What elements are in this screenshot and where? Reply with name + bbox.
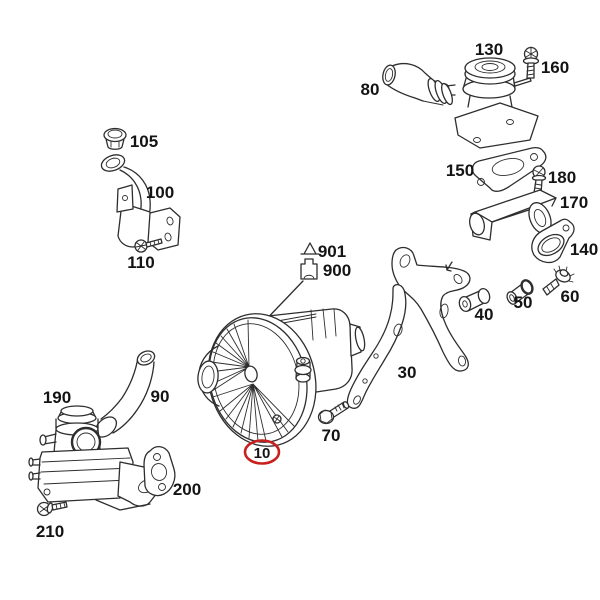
- callout-70: 70: [322, 426, 341, 445]
- fan-vanes-lower: [212, 383, 295, 442]
- part-60-bolt: [542, 265, 575, 296]
- callout-210: 210: [36, 522, 64, 541]
- part-80-hose: [382, 62, 453, 106]
- callout-10: 10: [254, 445, 271, 462]
- callout-60: 60: [561, 287, 580, 306]
- part-100-bracket: [100, 154, 181, 251]
- part-50-sleeve: [506, 279, 534, 305]
- part-105-grommet: [103, 127, 127, 150]
- part-10-secondary-air-pump: [197, 308, 366, 447]
- callout-190: 190: [43, 388, 71, 407]
- part-40-spacer: [458, 287, 491, 313]
- callout-90: 90: [151, 387, 170, 406]
- part-30-mounting-bracket: [346, 246, 471, 409]
- callout-80: 80: [361, 80, 380, 99]
- callout-130: 130: [475, 40, 503, 59]
- symbol-900-connector-icon: [300, 258, 318, 280]
- callout-50: 50: [514, 293, 533, 312]
- part-210-bolt: [36, 501, 68, 517]
- callout-40: 40: [475, 305, 494, 324]
- part-70-bolt: [317, 401, 350, 425]
- callout-200: 200: [173, 480, 201, 499]
- part-90-pipe: [94, 350, 156, 438]
- part-150-gasket: [471, 146, 547, 192]
- fan-vanes-upper: [209, 319, 250, 392]
- callout-170: 170: [560, 193, 588, 212]
- part-130-air-valve: [440, 57, 539, 149]
- highlight-ellipse: [243, 439, 281, 465]
- callout-160: 160: [541, 58, 569, 77]
- part-160-bolt: [522, 46, 540, 79]
- callout-30: 30: [398, 363, 417, 382]
- highlight-circle-part-10: [243, 439, 281, 465]
- pointer-arrow: [445, 261, 453, 272]
- symbol-901-clamp-icon: [300, 242, 320, 255]
- callout-901: 901: [318, 242, 346, 261]
- callout-150: 150: [446, 161, 474, 180]
- callout-100: 100: [146, 183, 174, 202]
- callout-140: 140: [570, 240, 598, 259]
- callout-labels: 105 100 110 130 160 80 150 180 170 140 9…: [36, 40, 598, 541]
- part-140-gasket: [531, 218, 575, 264]
- part-200-gasket: [143, 446, 176, 497]
- callout-180: 180: [548, 168, 576, 187]
- part-170-adapter-pipe: [469, 189, 557, 241]
- callout-105: 105: [130, 132, 158, 151]
- callout-110: 110: [127, 253, 154, 272]
- callout-900: 900: [323, 261, 351, 280]
- part-110-bolt: [134, 238, 163, 253]
